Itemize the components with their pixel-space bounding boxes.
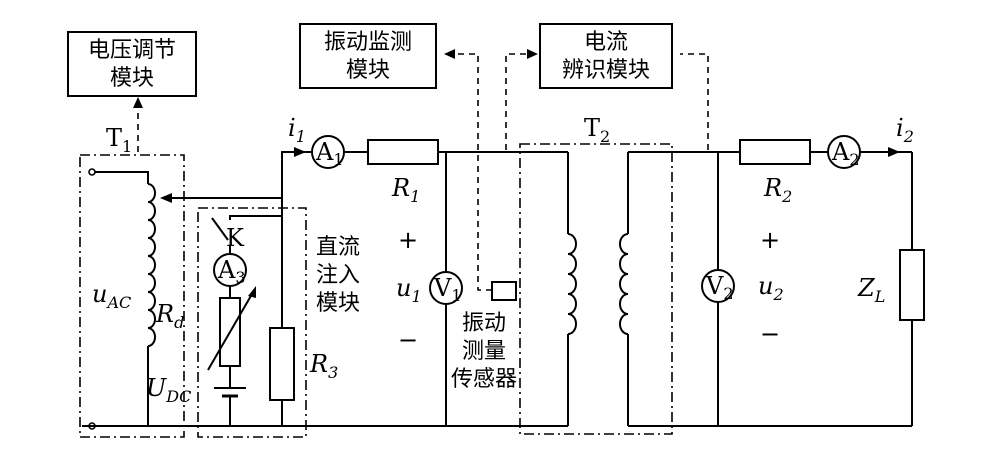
primary-circuit bbox=[82, 135, 577, 427]
u2-label: u2 bbox=[758, 272, 784, 304]
voltage-regulation-label-2: 模块 bbox=[110, 66, 154, 91]
zl-label: ZL bbox=[857, 274, 885, 306]
r1-label: R1 bbox=[391, 174, 420, 206]
t2-enclosure bbox=[519, 143, 673, 435]
uac-label: uAC bbox=[92, 280, 131, 312]
vibration-monitoring-label-2: 模块 bbox=[346, 58, 390, 83]
dc-injection-label-2: 注入 bbox=[316, 263, 360, 288]
dc-injection-label-1: 直流 bbox=[316, 235, 360, 260]
i1-label: i1 bbox=[288, 114, 306, 146]
t1-label: T1 bbox=[106, 124, 132, 156]
v2-label: V2 bbox=[705, 272, 734, 303]
i2-label: i2 bbox=[896, 114, 914, 146]
a1-label: A1 bbox=[315, 138, 344, 169]
current-identification-module: 电流 辨识模块 bbox=[539, 23, 673, 89]
switch-k-label: K bbox=[226, 224, 245, 252]
a3-label: A3 bbox=[217, 256, 246, 287]
resistor-r3 bbox=[269, 327, 295, 401]
vibration-sensor-label-2: 测量 bbox=[462, 339, 506, 364]
vibration-sensor-label-3: 传感器 bbox=[451, 367, 517, 392]
current-identification-label-1: 电流 bbox=[584, 30, 628, 55]
udc-label: UDC bbox=[146, 374, 191, 406]
current-identification-label-2: 辨识模块 bbox=[562, 58, 650, 83]
load-zl bbox=[899, 249, 925, 321]
signal-lines bbox=[133, 49, 709, 291]
t1-winding bbox=[88, 168, 156, 430]
vibration-sensor bbox=[491, 281, 517, 301]
u2-plus: + bbox=[760, 226, 780, 254]
dc-injection-circuit bbox=[207, 215, 295, 426]
t2-label: T2 bbox=[584, 114, 610, 146]
r2-label: R2 bbox=[763, 174, 792, 206]
u2-minus: − bbox=[760, 320, 780, 348]
voltage-regulation-module: 电压调节 模块 bbox=[67, 31, 197, 97]
u1-plus: + bbox=[398, 226, 418, 254]
secondary-circuit bbox=[619, 135, 925, 427]
vibration-sensor-label-1: 振动 bbox=[462, 311, 506, 336]
u1-label: u1 bbox=[396, 274, 422, 306]
resistor-r2 bbox=[739, 139, 811, 165]
vibration-monitoring-label-1: 振动监测 bbox=[324, 30, 412, 55]
vibration-monitoring-module: 振动监测 模块 bbox=[299, 23, 437, 89]
u1-minus: − bbox=[398, 326, 418, 354]
resistor-r1 bbox=[367, 139, 439, 165]
rd-label: Rd bbox=[155, 300, 184, 332]
t1-enclosure bbox=[79, 154, 185, 438]
r3-label: R3 bbox=[309, 350, 338, 382]
voltage-regulation-label-1: 电压调节 bbox=[88, 38, 176, 63]
dc-injection-label-3: 模块 bbox=[316, 291, 360, 316]
dc-injection-enclosure bbox=[197, 207, 307, 438]
v1-label: V1 bbox=[433, 274, 462, 305]
a2-label: A2 bbox=[831, 138, 860, 169]
